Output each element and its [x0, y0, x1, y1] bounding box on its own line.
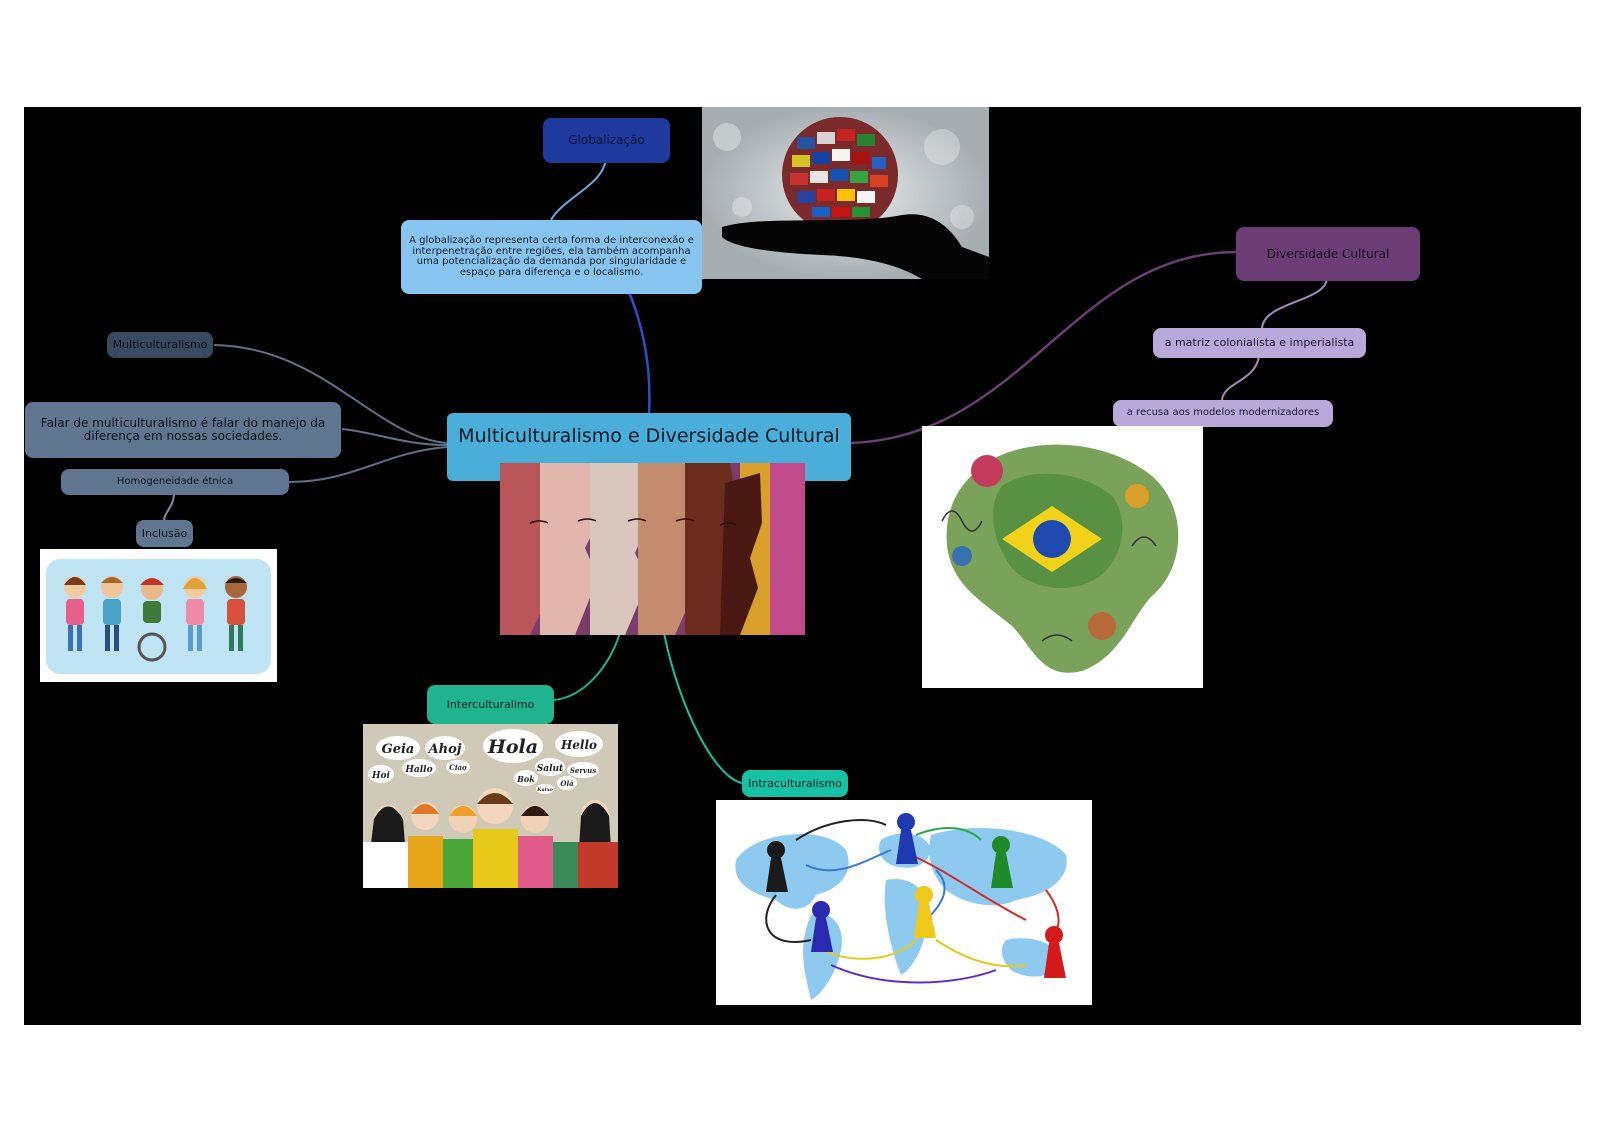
faces-mural-image: [500, 463, 805, 635]
greeting-text-11: Kaixo: [536, 787, 553, 793]
greeting-text-7: Salut: [537, 764, 564, 774]
greeting-text-1: Ahoj: [427, 742, 462, 757]
globe-hand-image: [702, 107, 989, 279]
pawn-black: [766, 841, 788, 892]
game-pawns: [766, 813, 1066, 978]
kid-figure-4: [183, 576, 207, 651]
homogeneidade-label: Homogeneidade étnica: [116, 475, 234, 487]
globalizacao-node[interactable]: Globalização: [543, 118, 670, 163]
kids-holding-hands-drawing: [46, 559, 271, 674]
intraculturalismo-label: Intraculturalismo: [748, 776, 842, 790]
pawn-red: [1044, 926, 1066, 978]
world-pawns-image: [716, 800, 1092, 1005]
pawn-green: [991, 836, 1013, 888]
greetings-crowd-drawing: Geia Ahoj Hola Hello Hoi Hallo Ciao Salu…: [363, 724, 618, 888]
link-central-multi-label: [213, 344, 448, 444]
greeting-text-8: Servus: [570, 766, 596, 775]
greeting-text-10: Olá: [560, 779, 574, 788]
interculturalismo-label: Interculturalimo: [446, 697, 535, 711]
multiculturalismo-label: Multiculturalismo: [112, 338, 208, 352]
greeting-text-0: Geia: [382, 742, 415, 757]
connection-arrows: [765, 819, 1060, 984]
homogeneidade-node[interactable]: Homogeneidade étnica: [61, 469, 289, 495]
kid-figure-5: [225, 576, 247, 651]
diversidade-cultural-node[interactable]: Diversidade Cultural: [1236, 227, 1420, 281]
speech-bubbles: Geia Ahoj Hola Hello Hoi Hallo Ciao Salu…: [368, 729, 603, 794]
greeting-text-5: Hallo: [404, 765, 432, 775]
greeting-text-3: Hello: [560, 738, 597, 752]
recusa-node[interactable]: a recusa aos modelos modernizadores: [1113, 400, 1333, 427]
inclusion-kids-image: [40, 549, 277, 682]
link-central-intracultural: [663, 632, 743, 784]
multiculturalismo-node[interactable]: Multiculturalismo: [107, 332, 213, 358]
pawn-yellow: [914, 886, 936, 938]
intraculturalismo-node[interactable]: Intraculturalismo: [742, 770, 848, 797]
link-central-diversidade: [850, 250, 1237, 445]
greeting-text-4: Hoi: [371, 771, 391, 781]
greeting-text-9: Bok: [516, 774, 535, 784]
link-diversidade-matriz: [1261, 278, 1328, 329]
greetings-crowd-image: Geia Ahoj Hola Hello Hoi Hallo Ciao Salu…: [363, 724, 618, 888]
pawn-blue-bottom: [811, 901, 833, 952]
link-central-globalizacao-desc: [627, 291, 651, 416]
link-globalizacao-desc-label: [550, 157, 607, 221]
kid-figure-1: [64, 576, 86, 651]
kid-figure-2: [101, 576, 123, 651]
inclusao-label: Inclusão: [141, 526, 188, 540]
greeting-text-2: Hola: [487, 736, 538, 758]
central-topic-title: Multiculturalismo e Diversidade Cultural: [458, 425, 840, 447]
mind-map-canvas: Globalização A globalização representa c…: [24, 107, 1581, 1025]
globalizacao-description-node[interactable]: A globalização representa certa forma de…: [401, 220, 702, 294]
globalizacao-description: A globalização representa certa forma de…: [409, 235, 694, 278]
brazil-culture-drawing: [922, 426, 1203, 688]
world-pawns-drawing: [716, 800, 1092, 1005]
matriz-node[interactable]: a matriz colonialista e imperialista: [1153, 328, 1366, 358]
multiculturalismo-description-node[interactable]: Falar de multiculturalismo é falar do ma…: [25, 402, 341, 458]
connector-lines: [163, 157, 1328, 784]
link-homogeneidade-inclusao: [163, 492, 175, 522]
recusa-label: a recusa aos modelos modernizadores: [1126, 407, 1320, 419]
interculturalismo-node[interactable]: Interculturalimo: [427, 685, 554, 724]
faces-mural-drawing: [500, 463, 805, 635]
inclusao-node[interactable]: Inclusão: [136, 520, 193, 547]
multiculturalismo-description: Falar de multiculturalismo é falar do ma…: [40, 416, 326, 443]
matriz-label: a matriz colonialista e imperialista: [1164, 336, 1355, 350]
pawn-blue-top: [896, 813, 918, 864]
link-matriz-recusa: [1221, 356, 1260, 401]
globe-hand-drawing: [702, 107, 989, 279]
link-central-homogeneidade: [288, 446, 448, 483]
crowd-people: [363, 788, 618, 888]
globalizacao-label: Globalização: [568, 133, 645, 148]
link-central-multi-desc: [341, 428, 448, 446]
kid-figure-wheelchair: [137, 578, 167, 662]
diversidade-cultural-label: Diversidade Cultural: [1266, 246, 1390, 261]
brazil-map-image: [922, 426, 1203, 688]
greeting-text-6: Ciao: [449, 763, 467, 772]
link-central-intercultural: [553, 632, 621, 701]
